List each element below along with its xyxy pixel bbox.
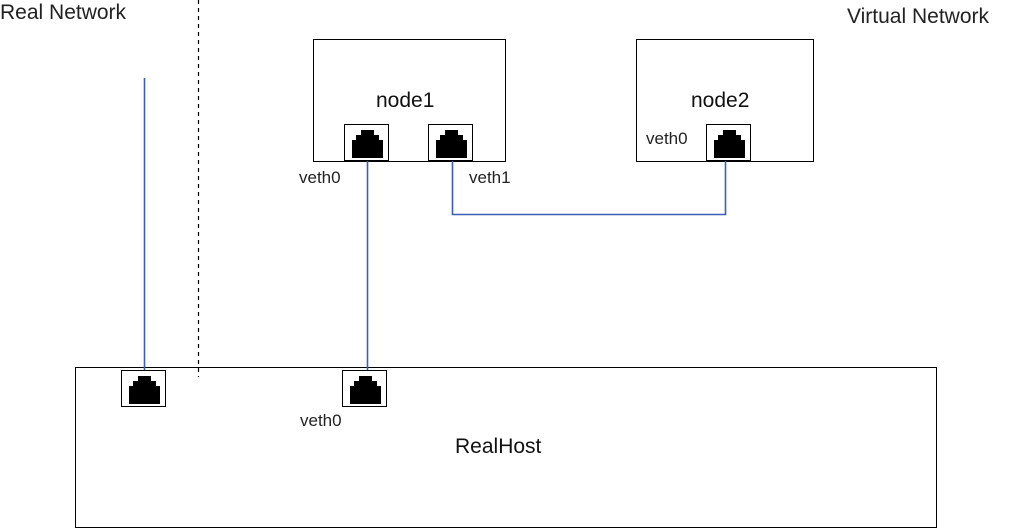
realhost-uplink-port[interactable] (121, 370, 166, 407)
realhost-title: RealHost (455, 435, 542, 458)
node1-title: node1 (376, 89, 435, 112)
realhost-veth0-label: veth0 (300, 411, 342, 430)
ethernet-port-icon (714, 130, 745, 158)
ethernet-port-icon (350, 376, 381, 404)
node1-veth1-label: veth1 (469, 168, 511, 187)
ethernet-port-icon (129, 376, 160, 404)
ethernet-port-icon (352, 130, 383, 158)
ethernet-port-icon (436, 130, 467, 158)
node1-veth0-port[interactable] (344, 124, 389, 161)
node2-title: node2 (691, 89, 750, 112)
node1-veth0-label: veth0 (299, 168, 341, 187)
realhost-box (75, 367, 937, 528)
node1-veth1-port[interactable] (428, 124, 473, 161)
wire-node1-veth1-to-node2 (451, 161, 727, 216)
realhost-veth0-port[interactable] (342, 370, 387, 407)
virtual-network-label: Virtual Network (847, 5, 989, 28)
node2-veth0-label: veth0 (646, 129, 688, 148)
real-network-label: Real Network (0, 1, 127, 24)
node2-veth0-port[interactable] (706, 124, 751, 161)
